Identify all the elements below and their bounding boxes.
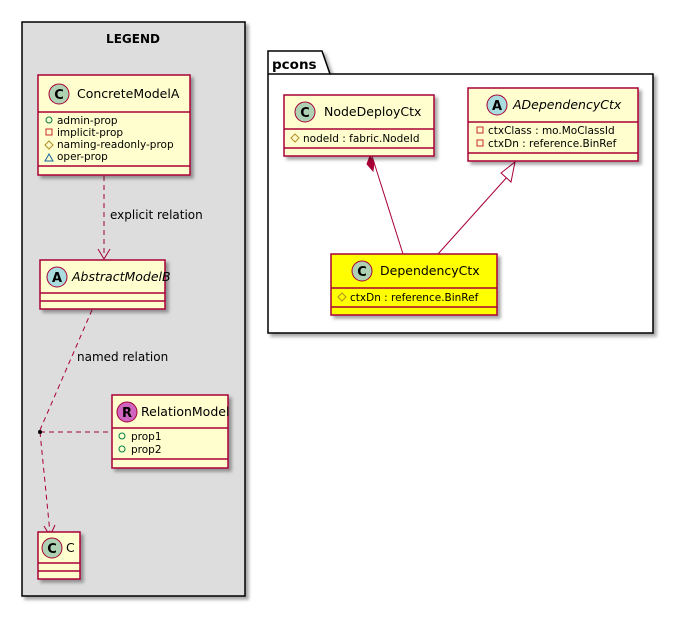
attribute: prop2 — [131, 444, 162, 456]
package-visibility-icon — [44, 152, 54, 162]
class-name: AbstractModelB — [71, 269, 171, 284]
package-name: pcons — [272, 57, 317, 73]
attribute: oper-prop — [57, 151, 108, 163]
class-circle-icon — [48, 83, 70, 105]
protected-visibility-icon — [337, 292, 347, 302]
protected-visibility-icon — [44, 140, 54, 150]
class-circle-icon — [41, 537, 63, 559]
abstract-circle-icon — [46, 266, 68, 288]
composition-diamond — [366, 154, 375, 173]
stereotype-letter: C — [357, 265, 367, 280]
inheritance-arrow-head — [500, 160, 516, 183]
class-dependency-ctx[interactable]: C DependencyCtx ctxDn : reference.BinRef — [330, 253, 498, 316]
inheritance-edge — [437, 175, 509, 255]
public-visibility-icon — [45, 116, 53, 124]
class-name: ADependencyCtx — [512, 97, 622, 112]
private-visibility-icon — [476, 139, 484, 147]
public-visibility-icon — [118, 445, 126, 453]
class-concrete-model-a[interactable]: C ConcreteModelA admin-prop implicit-pro… — [37, 74, 191, 176]
class-name: ConcreteModelA — [77, 86, 180, 101]
private-visibility-icon — [45, 128, 53, 136]
legend-edges: explicit relation named relation — [38, 176, 203, 538]
explicit-arrow-head — [97, 248, 111, 260]
named-relation-edge-lower — [39, 431, 51, 534]
attribute: naming-readonly-prop — [57, 139, 174, 151]
attribute: implicit-prop — [57, 127, 123, 139]
stereotype-letter: C — [300, 106, 310, 121]
abstract-circle-icon — [486, 94, 508, 116]
relation-point — [38, 430, 42, 434]
explicit-relation-label: explicit relation — [110, 208, 203, 222]
relation-circle-icon — [116, 401, 138, 423]
attribute: ctxDn : reference.BinRef — [350, 292, 479, 304]
stereotype-letter: A — [492, 99, 502, 114]
attribute: ctxClass : mo.MoClassId — [488, 125, 615, 137]
protected-visibility-icon — [290, 133, 300, 143]
class-a-dependency-ctx[interactable]: A ADependencyCtx ctxClass : mo.MoClassId… — [467, 87, 639, 162]
stereotype-letter: R — [122, 406, 132, 421]
public-visibility-icon — [118, 432, 126, 440]
stereotype-letter: C — [47, 542, 57, 557]
class-name: RelationModel — [141, 404, 229, 419]
class-name: DependencyCtx — [380, 263, 480, 278]
class-relation-model[interactable]: R RelationModel prop1 prop2 — [111, 394, 229, 469]
named-relation-edge — [39, 309, 93, 431]
named-relation-label: named relation — [77, 350, 168, 364]
class-node-deploy-ctx[interactable]: C NodeDeployCtx nodeId : fabric.NodeId — [283, 94, 435, 157]
class-circle-icon — [294, 101, 316, 123]
attribute: admin-prop — [57, 115, 118, 127]
package-edges — [366, 154, 516, 255]
stereotype-letter: C — [54, 88, 64, 103]
attribute: ctxDn : reference.BinRef — [488, 138, 617, 150]
composition-edge — [371, 155, 404, 255]
stereotype-letter: A — [52, 271, 62, 286]
class-abstract-model-b[interactable]: A AbstractModelB — [39, 259, 171, 310]
class-c[interactable]: C C — [37, 531, 81, 580]
legend-title: LEGEND — [106, 32, 160, 46]
attribute: nodeId : fabric.NodeId — [303, 133, 419, 145]
class-circle-icon — [351, 260, 373, 282]
private-visibility-icon — [476, 126, 484, 134]
class-name: C — [66, 540, 75, 555]
class-name: NodeDeployCtx — [324, 104, 421, 119]
attribute: prop1 — [131, 431, 162, 443]
